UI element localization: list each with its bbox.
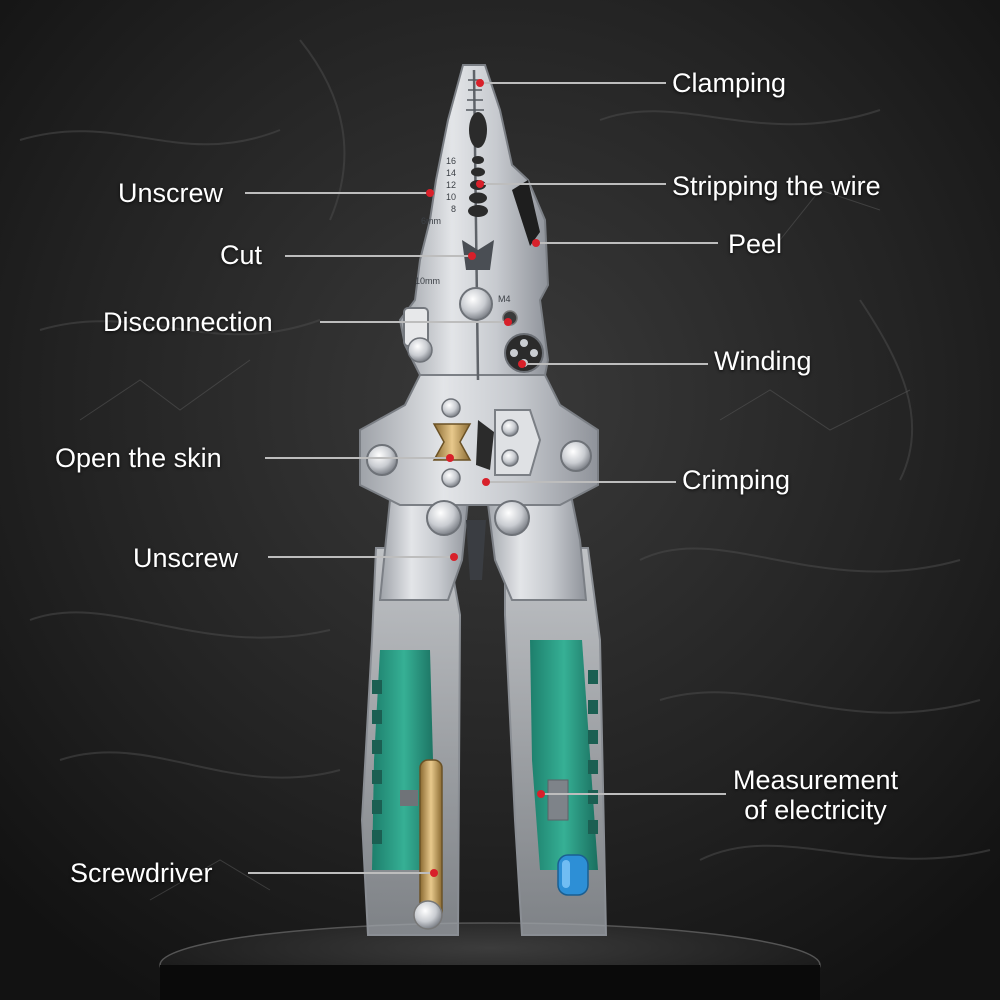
gauge-mark-16: 16	[446, 156, 456, 166]
marker-measurement	[537, 790, 545, 798]
size-mark-6mm: 6mm	[421, 216, 441, 226]
size-mark-10mm: 10mm	[415, 276, 440, 286]
label-unscrew-top: Unscrew	[118, 178, 224, 208]
upper-rivet	[459, 287, 493, 321]
cutter-notch	[462, 240, 494, 270]
marker-disconnection	[504, 318, 512, 326]
label-measurement: Measurement of electricity	[733, 765, 899, 825]
label-peel: Peel	[728, 229, 783, 259]
label-unscrew-bottom: Unscrew	[133, 543, 239, 573]
lower-screw-notch	[466, 520, 486, 580]
left-handle-window	[400, 790, 418, 806]
right-handle-grip	[530, 640, 598, 870]
rock-highlights	[79, 189, 911, 901]
thread-mark-m4: M4	[498, 294, 511, 304]
jaw-markings: 16 14 12 10 8 6mm 10mm M4	[415, 156, 511, 304]
label-disconnection: Disconnection	[103, 307, 273, 337]
marker-winding	[518, 360, 526, 368]
label-crimping: Crimping	[682, 465, 791, 495]
label-winding: Winding	[714, 346, 812, 376]
label-stripping: Stripping the wire	[672, 171, 881, 201]
crimping-rivet-bottom	[501, 449, 519, 467]
left-grip-ridges	[372, 680, 382, 844]
leader-lines	[245, 82, 726, 874]
label-open-skin: Open the skin	[55, 443, 222, 473]
lower-left-rivet	[426, 500, 462, 536]
gauge-mark-12: 12	[446, 180, 456, 190]
left-wing-rivet	[366, 444, 398, 476]
crimping-die	[476, 420, 494, 470]
lower-right-rivet	[494, 500, 530, 536]
screwdriver-bit	[419, 759, 443, 921]
label-screwdriver: Screwdriver	[70, 858, 213, 888]
rock-texture	[19, 39, 991, 861]
marker-screwdriver	[430, 869, 438, 877]
marker-crimping	[482, 478, 490, 486]
marker-clamping	[476, 79, 484, 87]
jaw-oval-cutout	[469, 112, 487, 148]
peel-blade-slot	[512, 180, 540, 246]
crimping-block	[494, 409, 542, 476]
marker-unscrew-bottom	[450, 553, 458, 561]
skin-bottom-rivet	[441, 468, 461, 488]
marker-stripping	[476, 180, 484, 188]
label-cut: Cut	[220, 240, 263, 270]
screwdriver-knob	[413, 900, 443, 930]
winding-wheel	[504, 333, 544, 373]
disconnection-rivet	[407, 337, 433, 363]
marker-cut	[468, 252, 476, 260]
right-grip-ridges	[588, 670, 598, 834]
marker-open-skin	[446, 454, 454, 462]
gauge-mark-10: 10	[446, 192, 456, 202]
marker-unscrew-top	[426, 189, 434, 197]
pedestal-base	[160, 965, 820, 1000]
skin-opening-roller	[432, 423, 472, 461]
tester-window	[547, 779, 569, 821]
upper-jaw	[398, 64, 550, 376]
gauge-mark-14: 14	[446, 168, 456, 178]
label-clamping: Clamping	[672, 68, 787, 98]
marker-peel	[532, 239, 540, 247]
skin-top-rivet	[441, 398, 461, 418]
right-wing-rivet	[560, 440, 592, 472]
gauge-mark-8: 8	[451, 204, 456, 214]
crimping-rivet-top	[501, 419, 519, 437]
feature-markers	[426, 79, 545, 877]
